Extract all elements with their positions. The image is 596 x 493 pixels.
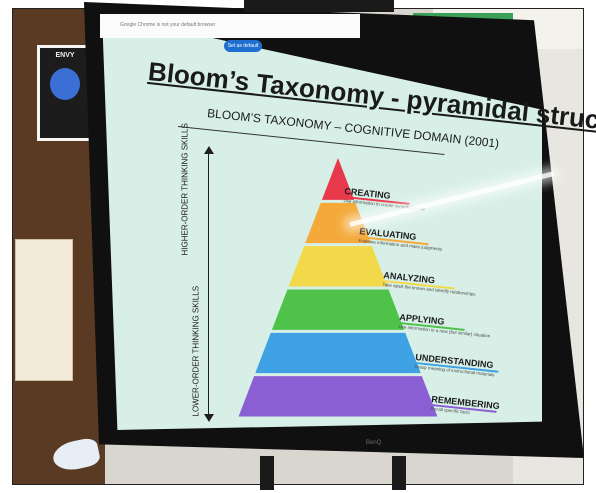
- lower-order-label: LOWER-ORDER THINKING SKILLS: [191, 285, 201, 417]
- tv-stand-right: [392, 456, 406, 490]
- tv-stand-left: [260, 456, 274, 490]
- pyramid-tier-understanding: [255, 332, 421, 374]
- higher-order-label: HIGHER-ORDER THINKING SKILLS: [180, 123, 190, 256]
- poster-character: [50, 68, 80, 100]
- pyramid-tier-evaluating: [305, 202, 371, 244]
- bloom-pyramid: [238, 158, 438, 417]
- wall-paper-notes: [15, 239, 73, 381]
- pyramid-tier-applying: [271, 289, 405, 330]
- arrow-down-head: [204, 414, 214, 422]
- set-default-button[interactable]: Set as default: [224, 40, 262, 52]
- tv-stand-top: [244, 0, 394, 12]
- arrow-up-head: [204, 146, 214, 154]
- thinking-skills-arrow: [208, 150, 209, 418]
- pyramid-tier-creating: [321, 158, 355, 200]
- pyramid-tier-remembering: [238, 376, 438, 417]
- poster-title: ENVY: [55, 52, 75, 59]
- browser-notification-text: Google Chrome is not your default browse…: [120, 22, 216, 28]
- pyramid-tier-analyzing: [288, 246, 388, 287]
- tv-brand-label: BenQ: [366, 440, 382, 446]
- browser-notification-bar: [100, 14, 360, 38]
- movie-poster: ENVY: [37, 45, 93, 141]
